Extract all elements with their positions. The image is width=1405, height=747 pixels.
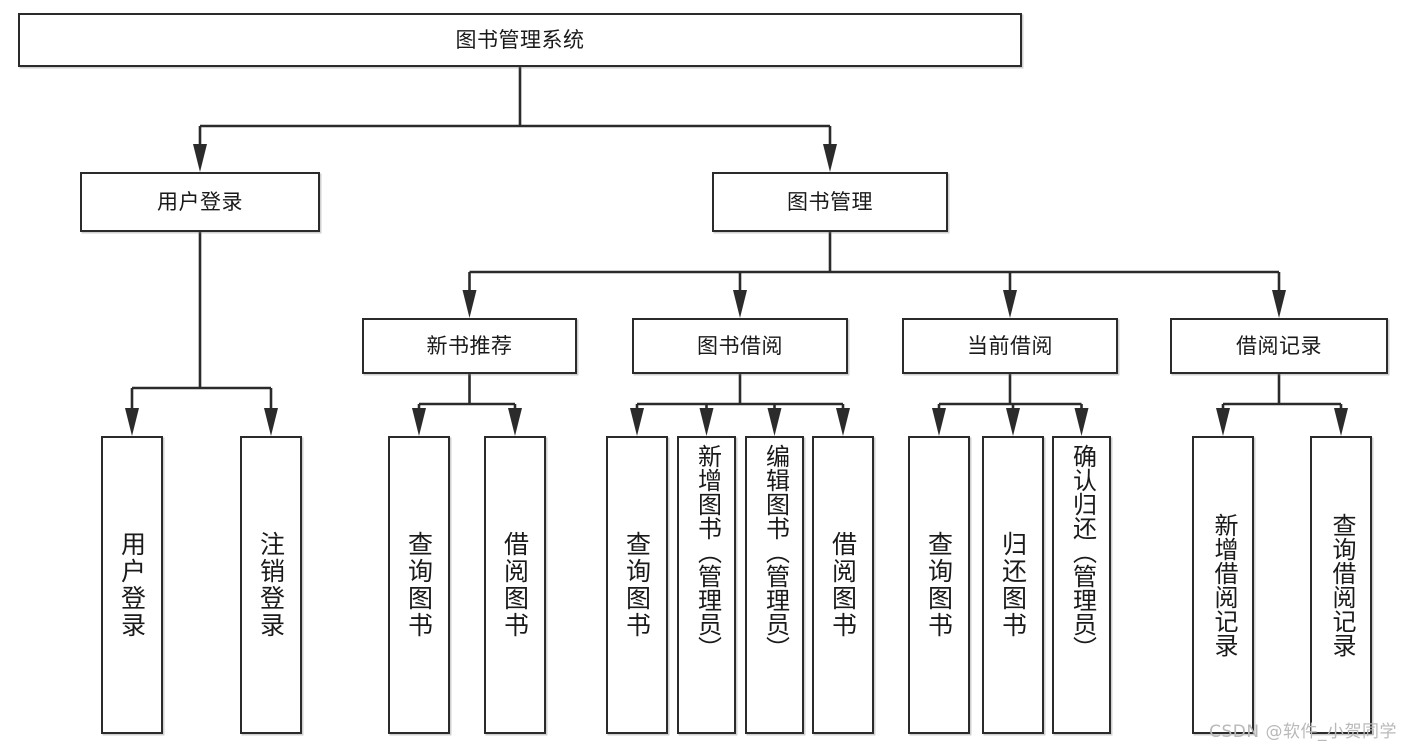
- node-book-borrow[interactable]: 图书借阅: [632, 318, 848, 374]
- arrowhead-leaf-borrow-book-2: [836, 408, 850, 436]
- node-label-leaf-return-book: 归还图书: [998, 531, 1028, 639]
- watermark-text: CSDN @软件_小贺同学: [1209, 722, 1397, 742]
- arrowhead-user-login: [193, 144, 207, 172]
- node-leaf-query-borrow-record[interactable]: 查询借阅记录: [1310, 436, 1372, 734]
- node-user-login[interactable]: 用户登录: [80, 172, 320, 232]
- node-label-leaf-query-book-3: 查询图书: [924, 531, 954, 639]
- node-label-leaf-confirm-return-admin: 确认归还（管理员）: [1068, 444, 1097, 660]
- arrowhead-borrow-record: [1272, 290, 1286, 318]
- arrowhead-leaf-add-book-admin: [699, 408, 714, 436]
- node-label-book-manage: 图书管理: [787, 189, 873, 214]
- node-book-manage[interactable]: 图书管理: [712, 172, 948, 232]
- node-label-new-book-recommend: 新书推荐: [426, 333, 513, 358]
- node-leaf-user-logout[interactable]: 注销登录: [240, 436, 302, 734]
- arrowhead-leaf-query-borrow-record: [1334, 408, 1348, 436]
- node-leaf-query-book-1[interactable]: 查询图书: [388, 436, 450, 734]
- node-label-leaf-query-book-2: 查询图书: [622, 531, 652, 639]
- node-new-book-recommend[interactable]: 新书推荐: [362, 318, 577, 374]
- arrowhead-leaf-user-logout: [264, 408, 278, 436]
- arrowhead-new-book-recommend: [462, 290, 477, 318]
- node-label-book-borrow: 图书借阅: [697, 333, 783, 358]
- node-leaf-add-borrow-record[interactable]: 新增借阅记录: [1192, 436, 1254, 734]
- arrowhead-leaf-query-book-2: [630, 408, 644, 436]
- arrowhead-leaf-query-book-1: [412, 408, 426, 436]
- node-label-leaf-user-login: 用户登录: [117, 531, 147, 639]
- arrowhead-leaf-add-borrow-record: [1216, 408, 1230, 436]
- node-label-leaf-add-borrow-record: 新增借阅记录: [1209, 513, 1238, 657]
- node-leaf-user-login[interactable]: 用户登录: [101, 436, 163, 734]
- node-leaf-add-book-admin[interactable]: 新增图书（管理员）: [677, 436, 736, 734]
- arrowhead-leaf-query-book-3: [932, 408, 946, 436]
- node-borrow-record[interactable]: 借阅记录: [1170, 318, 1388, 374]
- node-root[interactable]: 图书管理系统: [18, 13, 1022, 67]
- node-leaf-edit-book-admin[interactable]: 编辑图书（管理员）: [745, 436, 804, 734]
- node-label-leaf-add-book-admin: 新增图书（管理员）: [693, 444, 722, 660]
- arrowhead-book-manage: [823, 144, 837, 172]
- node-label-leaf-borrow-book-2: 借阅图书: [828, 531, 858, 639]
- arrowhead-current-borrow: [1003, 290, 1017, 318]
- arrowhead-leaf-confirm-return-admin: [1074, 408, 1089, 436]
- node-leaf-query-book-2[interactable]: 查询图书: [606, 436, 668, 734]
- node-current-borrow[interactable]: 当前借阅: [902, 318, 1118, 374]
- arrowhead-leaf-borrow-book-1: [508, 408, 522, 436]
- node-label-leaf-borrow-book-1: 借阅图书: [500, 531, 530, 639]
- node-label-borrow-record: 借阅记录: [1236, 333, 1322, 358]
- node-label-leaf-edit-book-admin: 编辑图书（管理员）: [761, 444, 790, 660]
- arrowhead-leaf-user-login: [125, 408, 139, 436]
- node-label-leaf-query-book-1: 查询图书: [404, 531, 434, 639]
- arrowhead-leaf-edit-book-admin: [767, 408, 782, 436]
- arrowhead-leaf-return-book: [1006, 408, 1020, 436]
- node-leaf-borrow-book-1[interactable]: 借阅图书: [484, 436, 546, 734]
- node-label-leaf-user-logout: 注销登录: [256, 531, 286, 639]
- node-leaf-borrow-book-2[interactable]: 借阅图书: [812, 436, 874, 734]
- node-label-current-borrow: 当前借阅: [967, 333, 1053, 358]
- node-leaf-confirm-return-admin[interactable]: 确认归还（管理员）: [1052, 436, 1111, 734]
- node-leaf-query-book-3[interactable]: 查询图书: [908, 436, 970, 734]
- node-leaf-return-book[interactable]: 归还图书: [982, 436, 1044, 734]
- node-label-leaf-query-borrow-record: 查询借阅记录: [1327, 513, 1356, 657]
- node-label-user-login: 用户登录: [157, 189, 243, 214]
- node-label-root: 图书管理系统: [455, 27, 585, 52]
- arrowhead-book-borrow: [733, 290, 747, 318]
